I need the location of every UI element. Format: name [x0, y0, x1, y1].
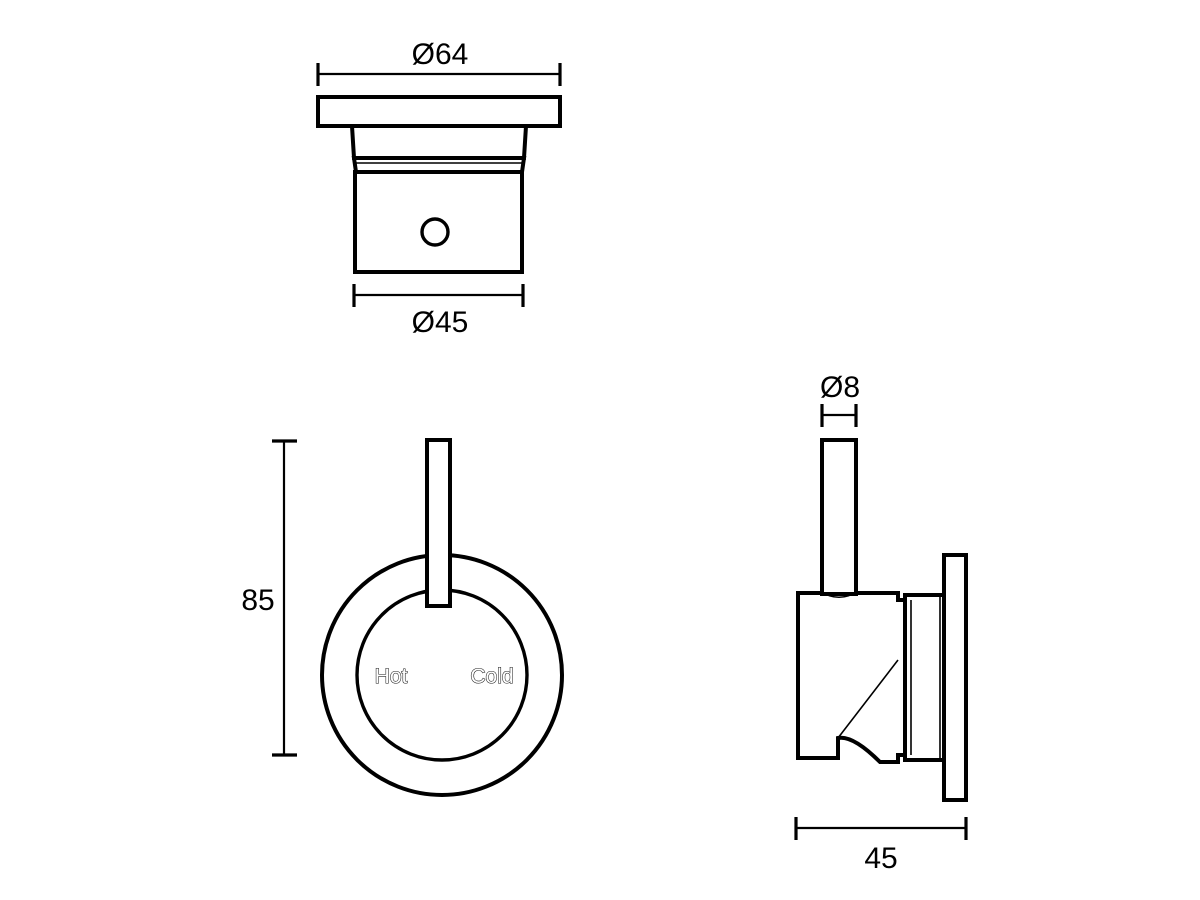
step-notch-band	[351, 156, 527, 174]
body-taper-line	[837, 659, 899, 739]
side-view-group: Ø8 45	[794, 371, 968, 875]
dimension-h85-text: 85	[241, 584, 274, 617]
lever-stem-base-curve	[821, 591, 857, 599]
dimension-h85: 85	[241, 439, 297, 757]
dimension-d45-text: Ø45	[412, 306, 469, 339]
cold-label: Cold	[470, 665, 513, 688]
dimension-w45: 45	[794, 817, 968, 875]
lever-handle	[425, 438, 452, 608]
dimension-d64: Ø64	[316, 38, 562, 86]
dimension-d64-text: Ø64	[412, 38, 469, 71]
body-block	[796, 591, 907, 764]
collar-skirt	[349, 124, 529, 160]
grub-screw-hole	[420, 217, 450, 247]
dimension-w45-text: 45	[864, 842, 897, 875]
flange-plate	[316, 95, 562, 128]
dimension-d8-text: Ø8	[820, 371, 860, 404]
wall-plate	[942, 553, 968, 802]
dimension-d8: Ø8	[820, 371, 860, 427]
top-view-group: Ø64 Ø45	[316, 38, 562, 339]
dimension-d45: Ø45	[352, 284, 525, 339]
hot-label: Hot	[375, 665, 408, 688]
front-view-group: 85 Hot Cold	[241, 438, 564, 797]
lever-stem	[820, 438, 858, 596]
